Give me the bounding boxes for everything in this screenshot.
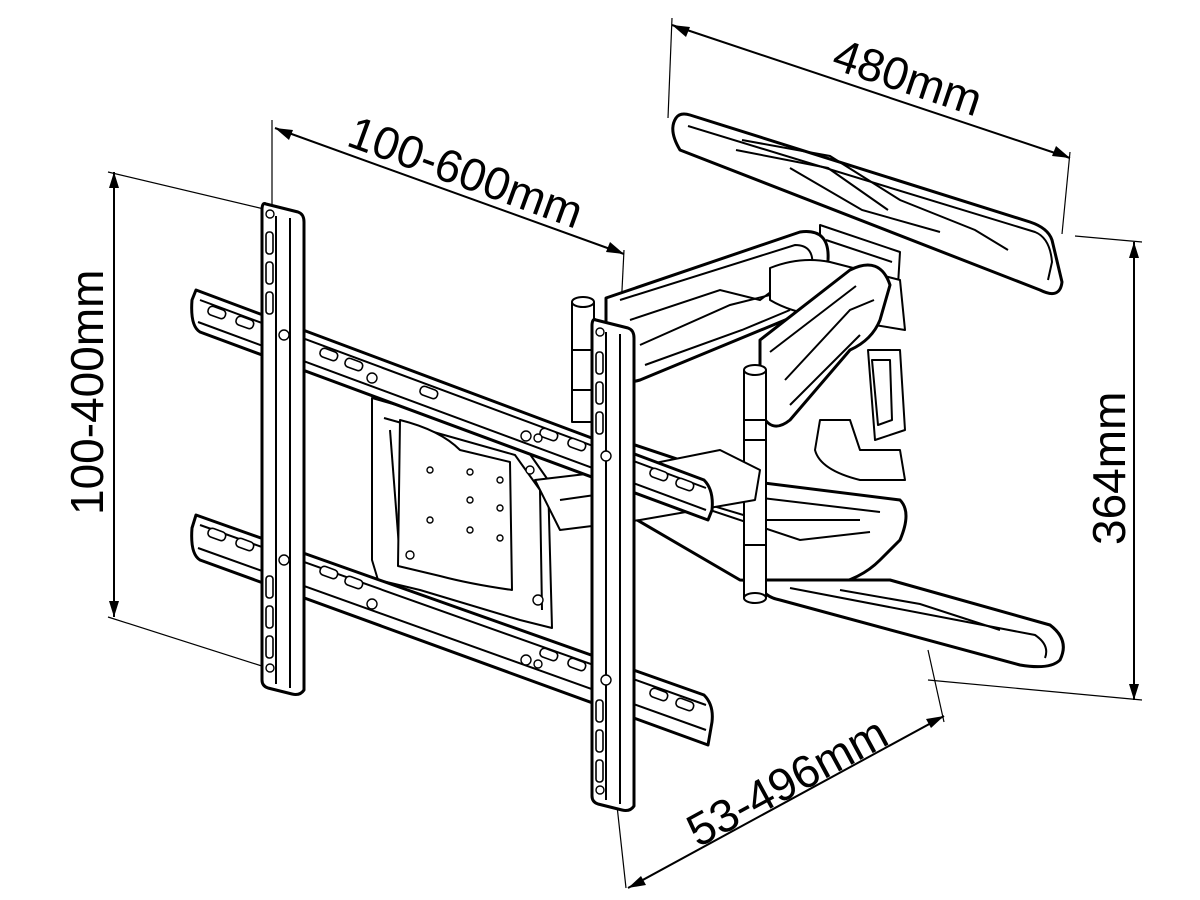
pivot-post-left [571,296,595,423]
label-100-600mm: 100-600mm [342,106,590,239]
dimension-line-53-496mm [627,715,945,889]
dimension-line-480mm [671,24,1071,159]
dimension-364mm: 364mm [927,235,1143,701]
middle-arm [758,263,906,481]
dimension-100-600mm: 100-600mm [271,106,625,331]
dimension-line-100-600mm [274,127,625,255]
label-480mm: 480mm [827,28,989,126]
vertical-bracket-right [590,318,636,812]
vertical-bracket-left [260,202,306,696]
label-100-400mm: 100-400mm [61,270,113,515]
dimension-100-400mm: 100-400mm [61,171,269,669]
label-364mm: 364mm [1083,392,1135,545]
